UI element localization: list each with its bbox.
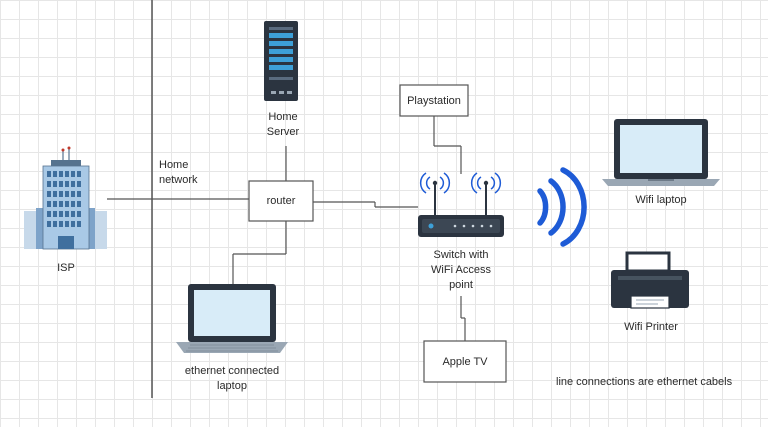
wifi-printer-label: Wifi Printer — [624, 321, 678, 333]
office-building-icon — [24, 146, 107, 250]
home-network-label: Home network — [159, 158, 198, 188]
home-server-label: Home Server — [246, 110, 320, 140]
isp-label: ISP — [57, 262, 75, 274]
connection-note: line connections are ethernet cabels — [556, 376, 733, 388]
ethernet-laptop-label-line1: ethernet connected — [184, 365, 280, 377]
printer-icon — [611, 251, 689, 309]
ethernet-laptop-icon — [176, 284, 288, 353]
switch-label-line3: point — [449, 279, 473, 291]
wifi-laptop-label: Wifi laptop — [635, 194, 687, 206]
playstation-box — [399, 84, 469, 117]
home-server-label-line1: Home — [268, 111, 298, 123]
home-network-label-line1: Home — [159, 159, 189, 171]
wifi-laptop-icon — [602, 119, 720, 186]
router-box — [248, 180, 314, 222]
wifi-signal-icon — [537, 167, 587, 247]
switch-label-line2: WiFi Access — [431, 264, 491, 276]
playstation-label: Playstation — [407, 94, 461, 107]
apple-tv-label: Apple TV — [442, 355, 488, 368]
switch-label: Switch with WiFi Access point — [406, 248, 516, 293]
ethernet-laptop-label-line2: laptop — [217, 380, 247, 392]
apple-tv-box — [423, 340, 507, 383]
home-network-label-line2: network — [159, 174, 198, 186]
ethernet-connections — [107, 116, 466, 341]
router-label: router — [266, 195, 296, 207]
wifi-router-icon — [418, 172, 504, 237]
home-server-label-line2: Server — [266, 126, 300, 138]
ethernet-laptop-label: ethernet connected laptop — [170, 364, 294, 394]
switch-label-line1: Switch with — [433, 249, 489, 261]
server-rack-icon — [264, 21, 298, 101]
